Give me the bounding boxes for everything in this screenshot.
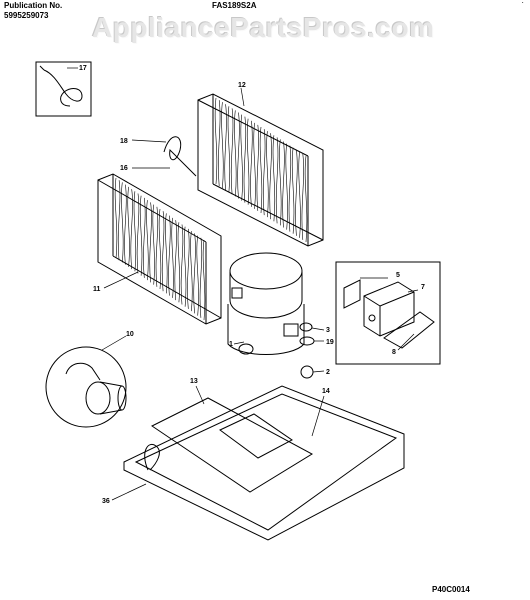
callout-13[interactable]: 13 [190, 378, 198, 385]
terminal-cover-inset [335, 261, 441, 365]
part-1-compressor[interactable] [227, 252, 305, 355]
part-12-condenser-coil[interactable] [197, 93, 324, 247]
callout-7[interactable]: 7 [421, 284, 425, 291]
publication-number: 5995259073 [4, 11, 49, 20]
callout-16[interactable]: 16 [120, 165, 128, 172]
callout-10[interactable]: 10 [126, 331, 134, 338]
callout-1[interactable]: 1 [229, 341, 233, 348]
figure-code: P40C0014 [432, 585, 470, 594]
callout-14[interactable]: 14 [322, 388, 330, 395]
part-7-terminal-cover[interactable] [363, 281, 415, 337]
watermark: AppliancePartsPros.com [92, 12, 435, 43]
callout-12[interactable]: 12 [238, 82, 246, 89]
callout-11[interactable]: 11 [93, 286, 101, 293]
part-2-grommet[interactable] [300, 365, 314, 379]
callout-18[interactable]: 18 [120, 138, 128, 145]
part-19-washer[interactable] [299, 336, 315, 346]
publication-label: Publication No. [4, 1, 63, 10]
callout-5[interactable]: 5 [396, 272, 400, 279]
part-14-base-pan[interactable] [123, 385, 405, 541]
leader-lines [67, 67, 419, 501]
part-8-clip[interactable] [383, 311, 435, 349]
callout-19[interactable]: 19 [326, 339, 334, 346]
model-number: FAS189S2A [212, 1, 257, 10]
callout-3[interactable]: 3 [326, 327, 330, 334]
part-11-evaporator-coil[interactable] [97, 173, 222, 325]
part-18-tube[interactable] [163, 136, 197, 177]
part-36-drain-tube[interactable] [144, 444, 160, 471]
callout-36[interactable]: 36 [102, 498, 110, 505]
part-10-overload-detail[interactable] [45, 346, 127, 428]
part-3-nut[interactable] [299, 322, 313, 332]
part-13-drip-tray[interactable] [151, 397, 314, 493]
callout-8[interactable]: 8 [392, 349, 396, 356]
part-5-gasket[interactable] [343, 279, 361, 309]
callout-17[interactable]: 17 [79, 65, 87, 72]
corner-mark: · [521, 0, 524, 7]
callout-2[interactable]: 2 [326, 369, 330, 376]
part-17-capillary-tube[interactable] [35, 61, 92, 117]
